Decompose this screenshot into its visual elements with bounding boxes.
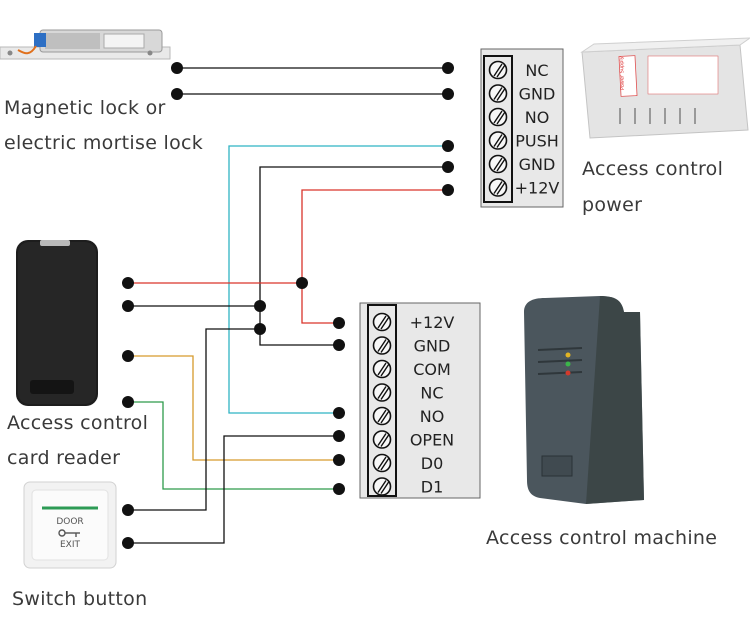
power-label-line1: Access control (582, 158, 724, 180)
machine-label: Access control machine (486, 527, 718, 549)
power-screw-slot (493, 134, 503, 147)
power-terminal-label: +12V (515, 179, 560, 198)
controller-screw-slot (380, 410, 390, 424)
controller-terminal-label: D1 (421, 478, 444, 497)
maglock-label-line1: Magnetic lock or (4, 97, 166, 119)
maglock-label-line2: electric mortise lock (4, 132, 204, 154)
controller-screw-slot (377, 386, 387, 399)
wire-switch-1 (128, 328, 260, 511)
power-screw-slot (496, 182, 506, 195)
mortise-lock-illustration (0, 29, 171, 60)
power-screw-slot (496, 64, 506, 78)
controller-screw-slot (380, 457, 390, 471)
power-screw-slot (496, 111, 506, 125)
wire-lock-1 (171, 62, 454, 74)
power-screw-slot (493, 181, 503, 194)
controller-screw-slot (380, 387, 390, 400)
card-reader-illustration (16, 240, 98, 406)
exit-button-door-text: DOOR (56, 517, 83, 527)
controller-screw-slot (377, 362, 387, 376)
controller-screw-slot (377, 433, 387, 446)
psu-label: Power Supply (619, 56, 626, 90)
power-screw-slot (493, 87, 503, 100)
reader-label-line1: Access control (7, 412, 149, 434)
controller-screw-slot (380, 481, 390, 494)
controller-screw-slot (380, 434, 390, 447)
power-terminal-label: GND (519, 155, 556, 174)
controller-terminal-label: +12V (410, 313, 455, 332)
controller-screw-slot (377, 456, 387, 470)
wire-reader-orange (128, 355, 339, 461)
controller-terminal-label: COM (413, 360, 451, 379)
controller-screw-slot (380, 363, 390, 377)
power-screw-slot (496, 135, 506, 148)
wire-red-12v (301, 189, 448, 324)
controller-screw-slot (380, 340, 390, 353)
controller-terminal-label: GND (414, 337, 451, 356)
power-terminal-label: NO (525, 108, 550, 127)
wire-cyan (228, 145, 448, 414)
power-terminal-block: NC GND NO PUSH GND +12V (480, 48, 564, 208)
power-label-line2: power (582, 194, 643, 216)
power-supply-illustration: Power Supply (580, 37, 750, 139)
controller-terminal-label: NO (420, 407, 445, 426)
wire-reader-green (128, 401, 339, 490)
power-screw-slot (493, 63, 503, 77)
controller-screw-slot (377, 339, 387, 352)
exit-button-illustration: DOOR EXIT (23, 481, 117, 569)
wire-lock-2 (171, 88, 454, 100)
power-terminal-label: PUSH (515, 132, 559, 151)
switch-label: Switch button (12, 588, 148, 610)
power-screw-slot (493, 110, 503, 124)
controller-screw-slot (380, 316, 390, 330)
reader-label-line2: card reader (7, 447, 121, 469)
controller-screw-slot (377, 315, 387, 329)
wire-switch-2 (128, 435, 339, 544)
power-screw-slot (496, 158, 506, 172)
power-terminal-label: GND (519, 85, 556, 104)
controller-terminal-label: OPEN (410, 431, 454, 450)
controller-terminal-label: D0 (421, 454, 444, 473)
wire-black-gnd (259, 166, 448, 346)
controller-screw-slot (377, 409, 387, 423)
power-screw-slot (496, 88, 506, 101)
access-machine-illustration (524, 296, 644, 504)
controller-terminal-label: NC (420, 384, 443, 403)
power-terminal-label: NC (525, 61, 548, 80)
controller-screw-slot (377, 480, 387, 493)
exit-button-exit-text: EXIT (60, 540, 81, 550)
power-screw-slot (493, 157, 503, 171)
